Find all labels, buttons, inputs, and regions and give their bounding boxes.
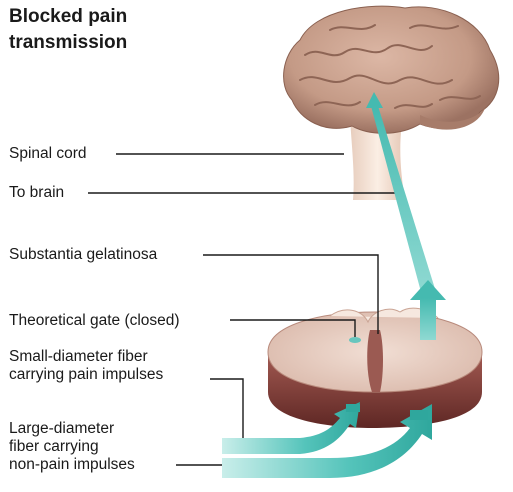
brain-illustration [284,6,499,133]
theoretical-gate-marker [349,337,361,343]
spinal-cord-cross-section [268,308,482,428]
